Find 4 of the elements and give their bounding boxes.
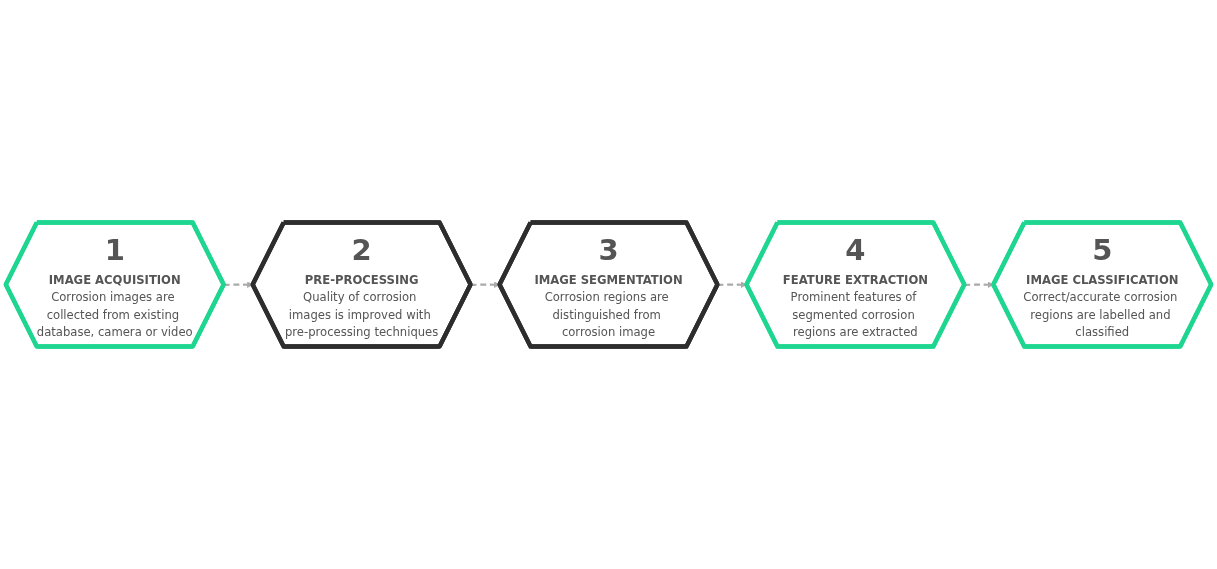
- arrow: [224, 281, 254, 288]
- arrow: [470, 281, 501, 288]
- arrow: [964, 281, 994, 288]
- arrow: [717, 281, 748, 288]
